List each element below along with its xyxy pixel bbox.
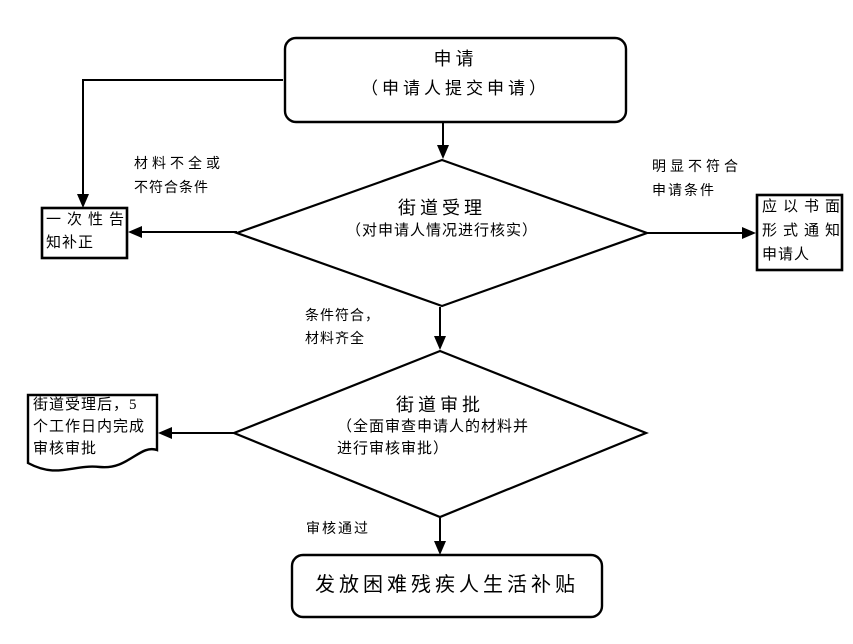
grant-node-shape	[290, 553, 604, 619]
street-approve-subtitle-line-2: 进行审核审批）	[337, 441, 450, 457]
label-not-eligible-line-1: 明显不符合	[652, 160, 742, 175]
arrowhead-down-grant	[434, 541, 446, 555]
street-accept-title: 街道受理	[398, 198, 486, 218]
street-accept-subtitle: （对申请人情况进行核实）	[345, 223, 538, 239]
arrowhead-down-approve	[434, 336, 446, 350]
street-accept-diamond-shape	[233, 158, 651, 308]
street-approve-title: 街道审批	[396, 395, 484, 415]
deadline-note-line-2: 个工作日内完成	[33, 419, 146, 435]
label-eligible-line-2: 材料齐全	[305, 332, 365, 347]
notify-correction-line-2: 知补正	[46, 235, 95, 251]
written-notice-line-3: 申请人	[762, 247, 811, 263]
apply-node-shape	[283, 36, 628, 124]
deadline-note-line-1: 街道受理后，5	[33, 397, 138, 413]
edge-apply-to-correction	[82, 79, 283, 195]
apply-node-subtitle: （申请人提交申请）	[361, 79, 550, 98]
arrowhead-down-correction	[77, 194, 89, 208]
written-notice-line-1: 应以书面	[762, 199, 847, 215]
label-approved: 审核通过	[306, 522, 370, 537]
label-eligible-line-1: 条件符合，	[305, 309, 380, 324]
written-notice-line-2: 形式通知	[762, 223, 847, 239]
deadline-note-document-shape	[26, 393, 159, 472]
arrowhead-right-notice	[742, 227, 756, 239]
apply-node-title: 申请	[433, 49, 478, 69]
notify-correction-node-shape	[40, 206, 129, 260]
written-notice-node-shape	[755, 193, 844, 272]
arrowhead-left-note	[158, 427, 172, 439]
street-approve-subtitle-line-1: （全面审查申请人的材料并	[337, 419, 530, 435]
street-approve-diamond-shape	[231, 349, 649, 519]
arrowhead-down-accept	[437, 145, 449, 159]
label-not-eligible-line-2: 申请条件	[652, 184, 716, 199]
label-incomplete-line-1: 材料不全或	[134, 157, 224, 172]
label-incomplete-line-2: 不符合条件	[134, 181, 209, 196]
arrowhead-left-correction	[128, 226, 142, 238]
deadline-note-line-3: 审核审批	[33, 441, 98, 457]
notify-correction-line-1: 一次性告	[46, 212, 131, 228]
grant-node-title: 发放困难残疾人生活补贴	[315, 574, 579, 596]
